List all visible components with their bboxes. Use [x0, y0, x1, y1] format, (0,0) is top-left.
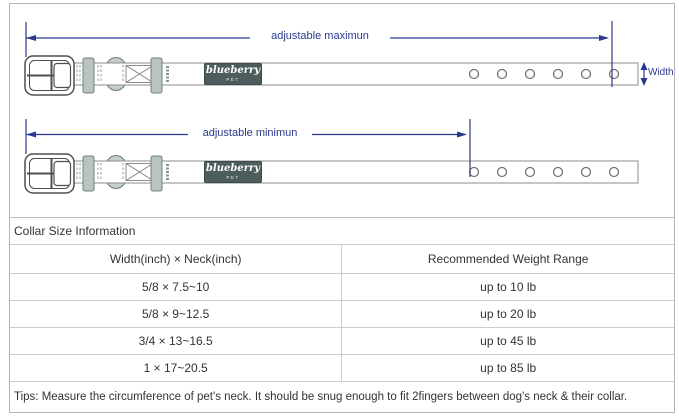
collar-size-table: Collar Size Information Width(inch) × Ne…	[10, 218, 674, 412]
weight-cell: up to 45 lb	[341, 328, 674, 354]
size-cell: 3/4 × 13~16.5	[138, 334, 213, 348]
collar-bottom	[23, 152, 640, 195]
dimension-min	[25, 119, 471, 177]
brand-name: blueberry	[205, 163, 261, 174]
header-width-neck: Width(inch) × Neck(inch)	[109, 252, 242, 266]
brand-badge: blueberry PET	[204, 161, 262, 183]
tips-text: Tips: Measure the circumference of pet's…	[14, 391, 628, 403]
width-label: Width	[648, 67, 674, 78]
size-cell: 1 × 17~20.5	[143, 361, 208, 375]
weight-cell: up to 10 lb	[341, 274, 674, 300]
weight-cell: up to 85 lb	[341, 355, 674, 381]
header-weight-range: Recommended Weight Range	[341, 245, 674, 273]
table-row: 5/8 × 9~12.5 up to 20 lb	[10, 301, 674, 328]
adjustable-maximum-label: adjustable maximun	[250, 30, 390, 42]
weight-cell: up to 20 lb	[341, 301, 674, 327]
table-header-row: Width(inch) × Neck(inch) Recommended Wei…	[10, 245, 674, 274]
collar-top	[23, 54, 640, 97]
table-row: 3/4 × 13~16.5 up to 45 lb	[10, 328, 674, 355]
table-title: Collar Size Information	[10, 218, 674, 245]
brand-sub: PET	[226, 77, 240, 82]
table-row: 1 × 17~20.5 up to 85 lb	[10, 355, 674, 382]
collar-diagram	[23, 21, 648, 195]
brand-sub: PET	[226, 175, 240, 180]
size-cell: 5/8 × 9~12.5	[141, 307, 210, 321]
brand-badge: blueberry PET	[204, 63, 262, 85]
chart-frame: adjustable maximun adjustable minimun Wi…	[9, 3, 675, 413]
collar-diagram-area: adjustable maximun adjustable minimun Wi…	[10, 4, 674, 218]
dimension-max	[25, 21, 613, 87]
size-cell: 5/8 × 7.5~10	[141, 280, 210, 294]
dimension-width	[640, 62, 648, 86]
adjustable-minimum-label: adjustable minimun	[188, 127, 312, 139]
table-row: 5/8 × 7.5~10 up to 10 lb	[10, 274, 674, 301]
brand-name: blueberry	[205, 65, 261, 76]
